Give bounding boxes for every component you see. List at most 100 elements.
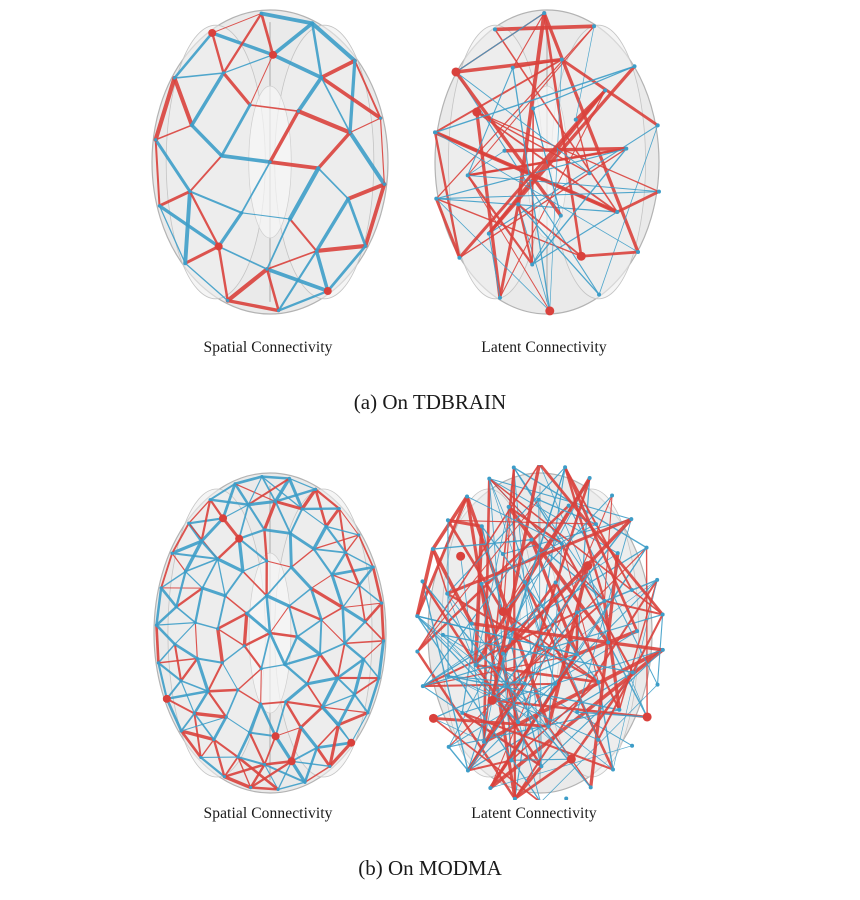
electrode-node xyxy=(289,565,293,569)
connectivity-edge xyxy=(319,75,383,120)
connectivity-edge xyxy=(157,204,221,249)
connectivity-edge xyxy=(346,182,387,201)
connectivity-edge xyxy=(314,249,330,293)
connectivity-edge xyxy=(249,786,280,791)
electrode-node xyxy=(377,676,381,680)
connectivity-edge xyxy=(576,579,658,614)
connectivity-edge xyxy=(306,683,324,708)
connectivity-edge xyxy=(542,11,583,258)
connectivity-edge xyxy=(216,594,227,630)
connectivity-edge xyxy=(513,757,573,800)
electrode-node xyxy=(420,579,425,584)
connectivity-edge xyxy=(247,476,263,506)
electrode-node xyxy=(346,197,350,201)
connectivity-edge xyxy=(512,12,545,69)
electrode-node xyxy=(502,148,507,153)
connectivity-edge xyxy=(180,680,195,715)
electrode-node xyxy=(445,518,450,523)
electrode-node xyxy=(199,755,203,760)
connectivity-edge xyxy=(247,477,291,506)
connectivity-edge xyxy=(222,504,249,519)
electrode-node xyxy=(220,154,224,158)
electrode-node xyxy=(602,598,607,603)
hub-node xyxy=(235,534,244,543)
connectivity-edge xyxy=(179,657,199,682)
connectivity-edge xyxy=(216,558,226,597)
connectivity-edge xyxy=(532,107,562,217)
electrode-node xyxy=(500,651,505,656)
connectivity-edge xyxy=(238,503,250,540)
connectivity-edge xyxy=(470,621,665,652)
electrode-node xyxy=(315,746,319,750)
connectivity-edge xyxy=(343,642,365,661)
connectivity-edge xyxy=(435,25,595,200)
hub-node xyxy=(566,754,576,764)
electrode-node xyxy=(559,57,564,62)
connectivity-edge xyxy=(188,190,243,214)
connectivity-edge xyxy=(246,499,277,507)
connectivity-edge xyxy=(237,667,263,691)
connectivity-edge xyxy=(421,580,469,772)
connectivity-edge xyxy=(362,640,385,660)
electrode-node xyxy=(559,541,564,546)
connectivity-edge xyxy=(289,507,304,535)
connectivity-edge xyxy=(275,726,302,737)
electrode-node xyxy=(553,681,558,686)
hub-node xyxy=(162,694,171,703)
connectivity-edge xyxy=(319,618,323,656)
connectivity-edge xyxy=(277,781,306,791)
connectivity-edge xyxy=(237,756,252,789)
connectivity-edge xyxy=(249,760,293,789)
electrode-node xyxy=(415,649,420,654)
electrode-node xyxy=(174,605,179,609)
connectivity-edge xyxy=(200,586,227,598)
electrode-node xyxy=(629,588,634,593)
hub-node xyxy=(545,306,555,316)
connectivity-edge xyxy=(513,578,659,800)
connectivity-edge xyxy=(263,763,306,784)
electrode-node xyxy=(154,138,158,142)
electrode-node xyxy=(573,117,578,122)
electrode-node xyxy=(587,171,592,176)
connectivity-edge xyxy=(337,693,356,727)
connectivity-edge xyxy=(416,465,540,653)
connectivity-edge xyxy=(200,516,225,543)
connectivity-edge xyxy=(274,500,292,535)
electrode-node xyxy=(283,663,287,667)
panel-label-modma-spatial: Spatial Connectivity xyxy=(203,805,333,822)
connectivity-edge xyxy=(287,476,304,511)
connectivity-edge xyxy=(243,644,263,670)
connectivity-edge xyxy=(502,610,600,683)
connectivity-edge xyxy=(271,53,324,80)
connectivity-edge xyxy=(248,731,266,766)
connectivity-edge xyxy=(488,478,599,741)
connectivity-edge xyxy=(179,729,216,742)
connectivity-edge xyxy=(499,89,606,299)
hub-node xyxy=(214,242,223,251)
connectivity-edge xyxy=(263,759,293,766)
connectivity-edge xyxy=(288,587,312,607)
hub-node xyxy=(498,607,508,617)
connectivity-edge xyxy=(575,118,591,174)
connectivity-edge xyxy=(263,735,277,766)
electrode-node xyxy=(363,244,368,248)
electrode-node xyxy=(183,261,187,265)
electrode-node xyxy=(310,21,314,25)
connectivity-edge xyxy=(422,552,619,687)
electrode-node xyxy=(190,123,194,127)
connectivity-edge xyxy=(305,676,340,686)
electrode-node xyxy=(236,755,240,759)
electrode-node xyxy=(536,497,541,502)
electrode-node xyxy=(246,503,250,507)
electrode-node xyxy=(300,507,304,511)
connectivity-edge xyxy=(195,656,210,693)
connectivity-edge xyxy=(295,635,322,656)
connectivity-edge xyxy=(324,507,341,528)
electrode-node xyxy=(434,196,439,201)
connectivity-edge xyxy=(325,525,347,554)
electrode-node xyxy=(539,764,544,769)
electrode-node xyxy=(636,250,641,255)
electrode-node xyxy=(287,604,291,608)
connectivity-edge xyxy=(317,167,350,200)
connectivity-edge xyxy=(266,218,291,271)
